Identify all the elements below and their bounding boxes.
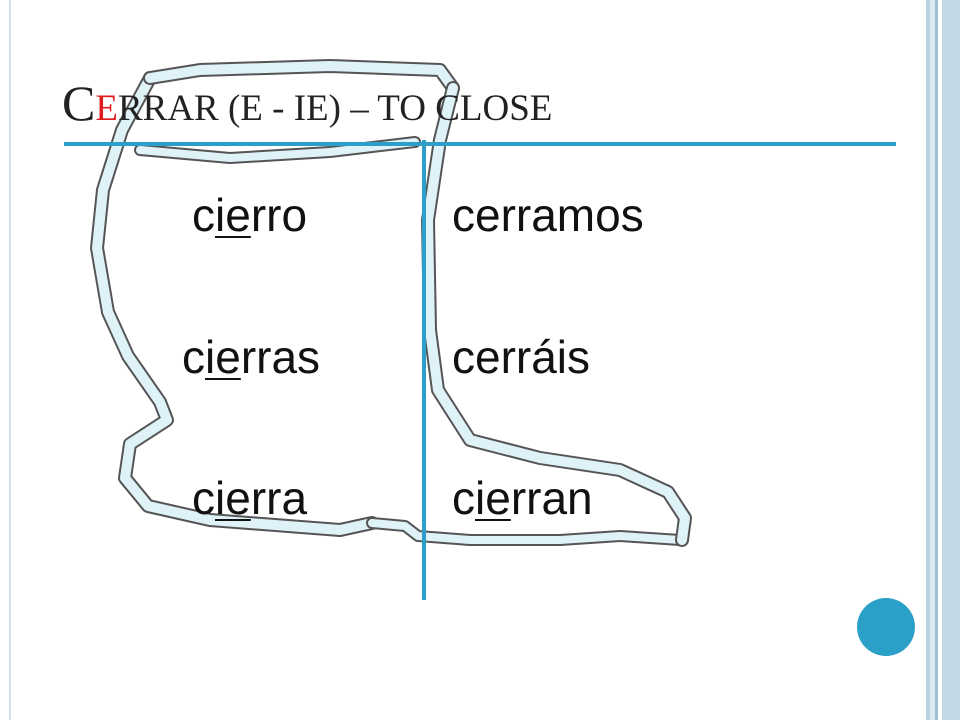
verb-form-tu: cierras	[182, 334, 320, 380]
verb-part: rro	[250, 189, 308, 241]
verb-part: cerráis	[452, 331, 591, 383]
title-rest: rrar (e - ie) – to close	[117, 88, 553, 129]
verb-form-nosotros: cerramos	[452, 192, 644, 238]
verb-stem-change: ie	[475, 472, 511, 524]
verb-form-ellos: cierran	[452, 475, 593, 521]
title-first-letter: C	[62, 75, 96, 131]
column-divider	[422, 140, 426, 600]
left-border-line	[9, 0, 11, 720]
verb-part: rra	[250, 472, 308, 524]
verb-stem-change: ie	[215, 472, 251, 524]
verb-stem-change: ie	[215, 189, 251, 241]
title-underline	[64, 142, 896, 146]
verb-form-vosotros: cerráis	[452, 334, 590, 380]
verb-stem-change: ie	[205, 331, 241, 383]
verb-part: cerramos	[452, 189, 644, 241]
verb-part: c	[452, 472, 475, 524]
title-accent-letter: e	[95, 88, 118, 129]
verb-part: rran	[510, 472, 593, 524]
verb-part: c	[192, 472, 215, 524]
right-decorative-bar	[920, 0, 960, 720]
circle-icon[interactable]	[857, 598, 915, 656]
verb-form-yo: cierro	[192, 192, 307, 238]
verb-part: c	[182, 331, 205, 383]
slide-title: Cerrar (e - ie) – to close	[62, 78, 552, 128]
verb-part: c	[192, 189, 215, 241]
verb-form-el: cierra	[192, 475, 307, 521]
verb-part: rras	[240, 331, 321, 383]
